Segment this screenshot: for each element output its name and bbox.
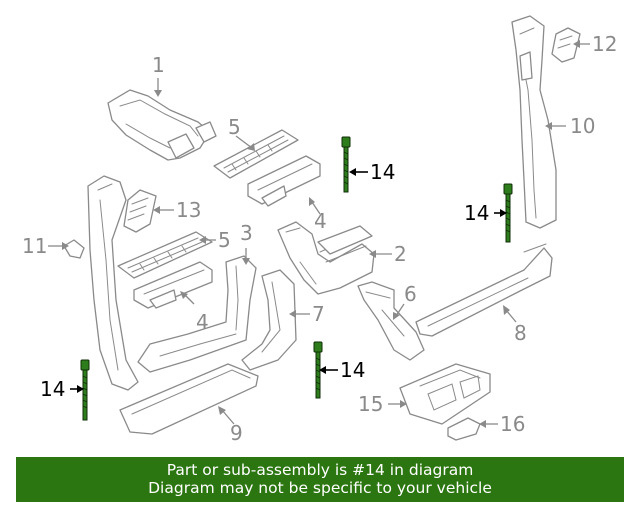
callout-5-upper: 5 xyxy=(228,115,241,139)
part-14-bolt-c xyxy=(80,359,90,421)
callout-2: 2 xyxy=(394,242,407,266)
banner-line-2: Diagram may not be specific to your vehi… xyxy=(148,479,492,497)
callout-11: 11 xyxy=(22,234,47,258)
callout-14-a: 14 xyxy=(370,160,395,184)
part-11-side-duct xyxy=(63,175,139,391)
callout-10: 10 xyxy=(570,114,595,138)
part-4-upper-bracket xyxy=(247,155,321,207)
part-1-duct xyxy=(107,89,217,161)
part-13-clip xyxy=(123,189,157,233)
callout-14-b: 14 xyxy=(464,201,489,225)
part-7-duct xyxy=(241,269,297,371)
callout-8: 8 xyxy=(514,321,527,345)
info-banner: Part or sub-assembly is #14 in diagram D… xyxy=(16,457,624,502)
callout-14-c: 14 xyxy=(40,377,65,401)
callout-9: 9 xyxy=(230,421,243,445)
callout-14-d: 14 xyxy=(340,358,365,382)
part-8-panel xyxy=(415,243,553,337)
callout-13: 13 xyxy=(176,198,201,222)
part-10-vertical-duct xyxy=(511,15,557,229)
part-9-panel xyxy=(119,363,259,435)
callout-5-lower: 5 xyxy=(218,228,231,252)
callout-16: 16 xyxy=(500,412,525,436)
part-15-vent xyxy=(399,363,491,425)
part-14-bolt-a xyxy=(341,136,351,193)
part-6-duct xyxy=(357,281,425,361)
part-5-lower-grille xyxy=(117,231,213,279)
part-16-clip xyxy=(447,417,481,441)
part-3-duct xyxy=(137,255,257,373)
callout-4-lower: 4 xyxy=(196,310,209,334)
callout-1: 1 xyxy=(152,53,165,77)
callout-3: 3 xyxy=(240,221,253,245)
part-5-upper-grille xyxy=(213,129,299,179)
callout-4-upper: 4 xyxy=(314,209,327,233)
part-4-lower-bracket xyxy=(133,261,213,309)
callout-15: 15 xyxy=(358,392,383,416)
callout-7: 7 xyxy=(312,302,325,326)
part-14-bolt-b xyxy=(503,183,513,243)
callout-12: 12 xyxy=(592,32,617,56)
callout-6: 6 xyxy=(404,282,417,306)
part-14-bolt-d xyxy=(313,341,323,399)
part-12-clip xyxy=(551,27,581,63)
banner-line-1: Part or sub-assembly is #14 in diagram xyxy=(166,461,474,479)
part-2-duct xyxy=(277,221,375,295)
